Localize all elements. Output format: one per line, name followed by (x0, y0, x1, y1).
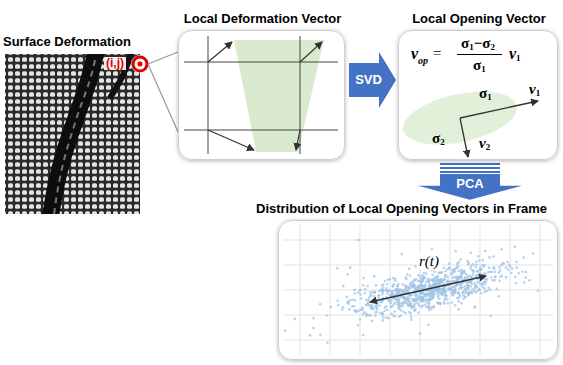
axis-subscript: 1 (536, 89, 541, 99)
formula-symbol: σ (473, 57, 481, 74)
axis-label: σ (432, 130, 440, 147)
zoom-lines (148, 52, 178, 132)
plot-box: Distribution of Local Opening Vectors in… (278, 220, 558, 360)
axis-label: v (479, 135, 486, 152)
axis-label: σ (479, 85, 487, 102)
block-arrow (418, 163, 522, 200)
formula-subscript: 1 (469, 43, 474, 53)
arrow-label: SVD (355, 73, 382, 87)
axis-subscript: 2 (440, 138, 445, 148)
point-marker (131, 55, 149, 73)
arrow-label: PCA (456, 177, 483, 191)
formula-symbol: v (411, 45, 418, 63)
opening-sketch (398, 55, 538, 158)
spread-label: r(t) (417, 253, 441, 270)
axis-label: v (529, 81, 536, 98)
block-arrow (349, 52, 396, 108)
image-panel: Surface Deformation(i,j) (5, 54, 140, 214)
formula-subscript: 2 (490, 43, 495, 53)
surface-image (5, 54, 140, 214)
axis-subscript: 2 (486, 143, 491, 153)
formula-symbol: −σ (474, 35, 491, 52)
axis-subscript: 1 (487, 93, 492, 103)
formula-symbol: v (509, 45, 516, 63)
formula-symbol: = (433, 45, 441, 62)
detail-box: Local Deformation Vector (178, 30, 345, 160)
formula-subscript: 1 (516, 54, 521, 64)
box-heading: Local Deformation Vector (184, 12, 341, 26)
formula-symbol: σ (461, 35, 469, 52)
box-heading: Local Opening Vector (412, 12, 546, 26)
deformation-sketch (184, 36, 338, 154)
formula-subscript: 1 (481, 65, 486, 75)
formula-subscript: op (418, 55, 428, 66)
point-label: (i,j) (104, 57, 126, 70)
box-heading: Distribution of Local Opening Vectors in… (256, 202, 547, 216)
box-heading: Surface Deformation (3, 35, 131, 49)
scatter-plot (231, 225, 563, 355)
detail-box: Local Opening Vectorvop=σ1−σ2σ1v1σ1v1σ2v… (398, 30, 558, 160)
